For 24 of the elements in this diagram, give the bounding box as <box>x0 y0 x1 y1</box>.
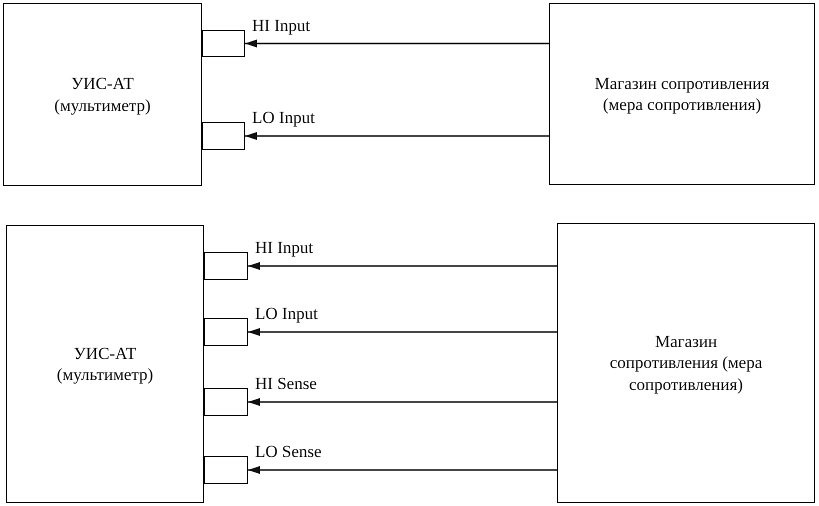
device-name: Магазин сопротивления (мера сопротивления) <box>594 72 770 116</box>
terminal-box <box>202 30 245 57</box>
device-name: УИС-АТ (мультиметр) <box>53 73 152 116</box>
terminal-box <box>202 122 245 150</box>
edge-label: LO Input <box>254 305 319 324</box>
arrow <box>248 328 557 336</box>
device-box <box>3 3 202 186</box>
device-name: Магазин сопротивления (мера сопротивления) <box>608 331 764 395</box>
arrow <box>248 466 557 474</box>
device-box <box>6 225 204 503</box>
terminal-box <box>204 388 248 416</box>
device-box <box>549 3 815 185</box>
arrow <box>248 398 557 406</box>
arrow <box>245 132 549 140</box>
terminal-box <box>204 318 248 346</box>
arrow <box>245 40 549 48</box>
terminal-box <box>204 252 248 280</box>
arrow <box>248 262 557 270</box>
edge-label: HI Input <box>254 239 314 258</box>
terminal-box <box>204 456 248 484</box>
edge-label: HI Input <box>251 16 312 36</box>
device-name: УИС-АТ (мультиметр) <box>56 342 154 386</box>
device-box <box>557 223 815 503</box>
edge-label: LO Input <box>251 109 316 128</box>
